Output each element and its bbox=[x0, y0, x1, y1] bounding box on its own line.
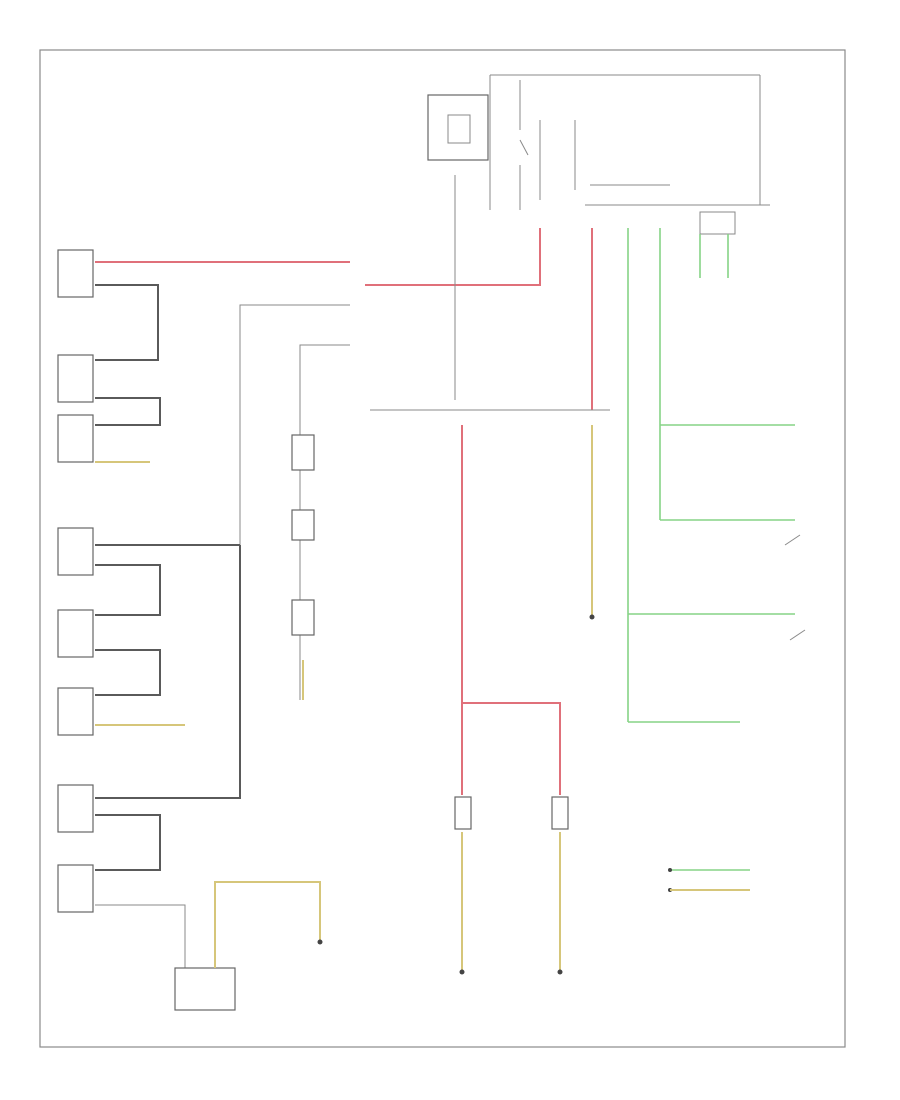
red-wire-fuse bbox=[365, 228, 541, 286]
fuse-relay-block bbox=[427, 74, 761, 210]
control-module bbox=[585, 204, 770, 235]
diagram-frame bbox=[39, 49, 846, 1048]
green-wires bbox=[627, 228, 795, 871]
horn-circuit bbox=[454, 425, 595, 975]
yellow-loop bbox=[214, 881, 321, 968]
center-harness bbox=[239, 304, 350, 700]
left-components bbox=[57, 249, 241, 1011]
right-switches bbox=[668, 534, 806, 892]
